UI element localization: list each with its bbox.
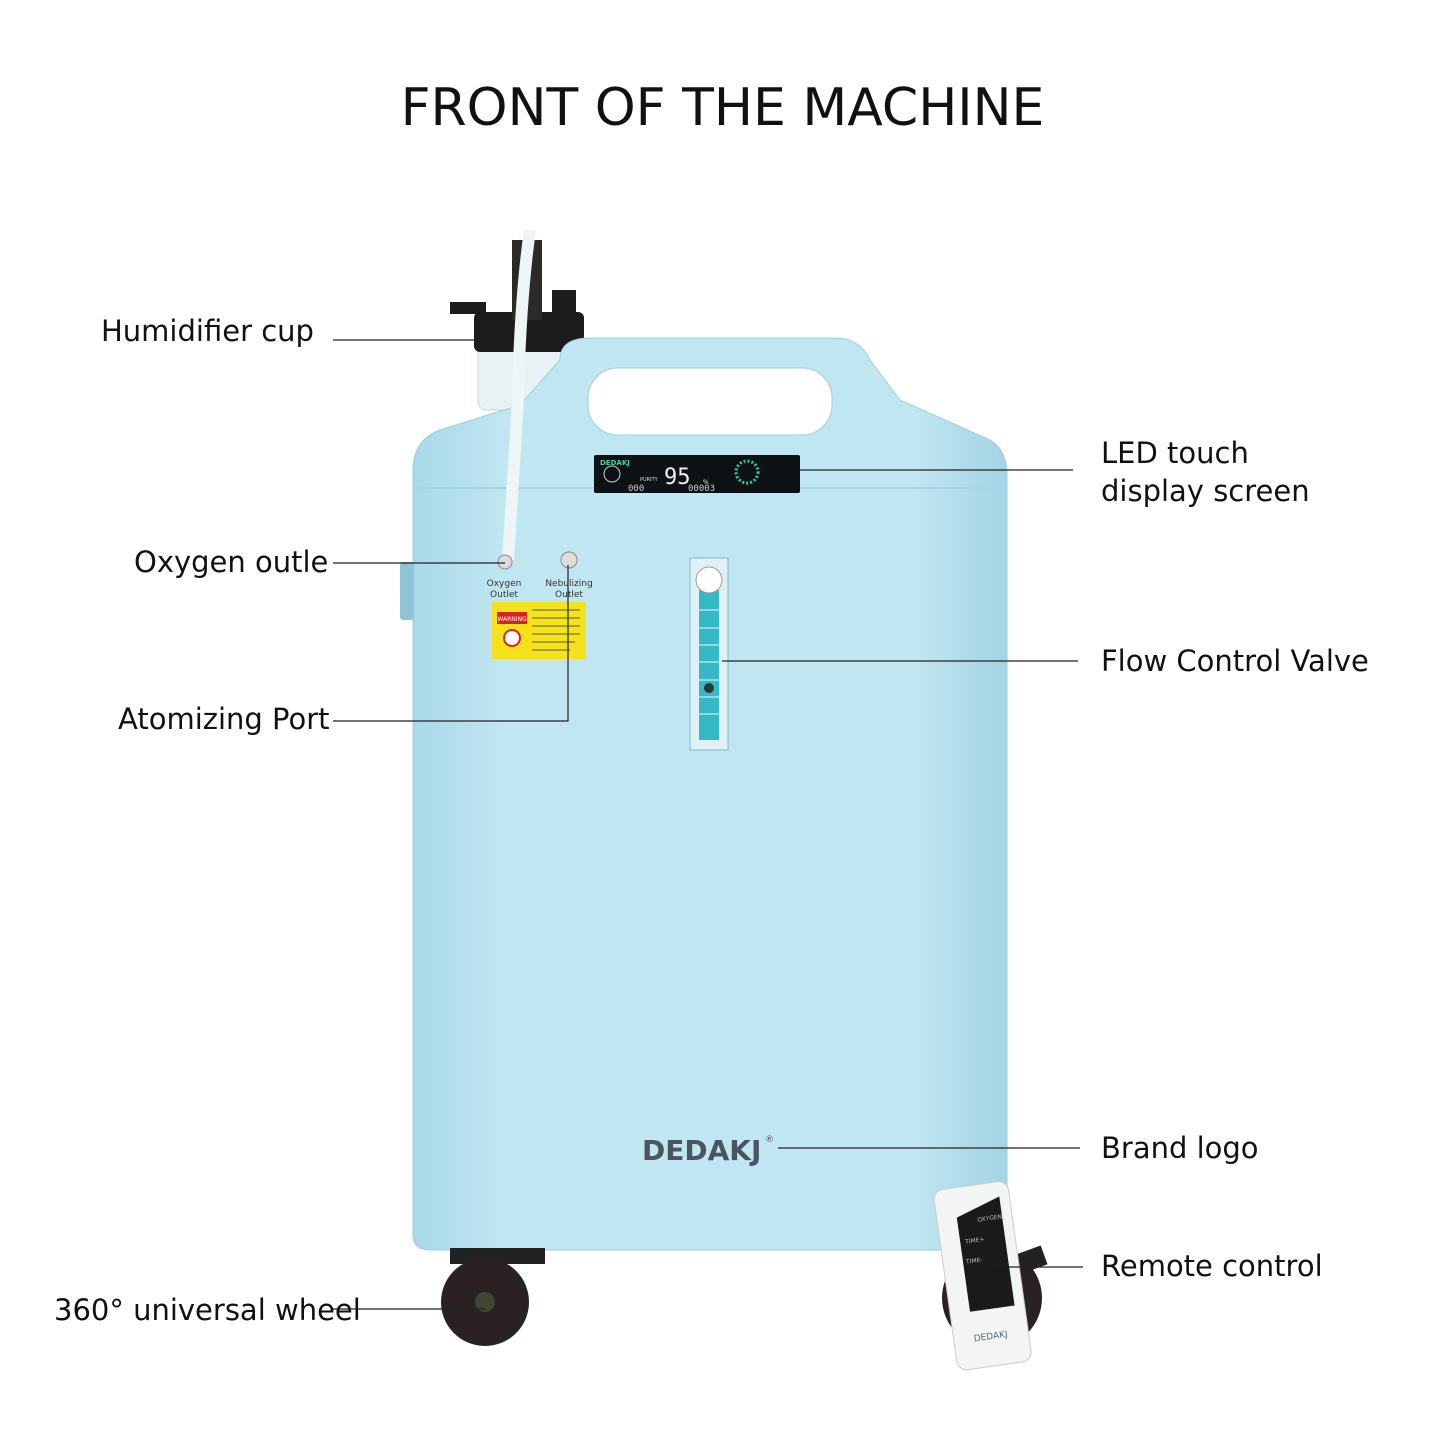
svg-text:WARNING: WARNING <box>497 616 527 623</box>
svg-text:95: 95 <box>664 465 691 490</box>
oxygen-tube <box>502 229 536 561</box>
label-atomizing-port: Atomizing Port <box>118 702 330 736</box>
label-led-line2: display screen <box>1101 474 1310 508</box>
svg-text:DEDAKJ: DEDAKJ <box>600 459 630 467</box>
svg-text:Nebulizing: Nebulizing <box>545 579 592 589</box>
label-brand-logo: Brand logo <box>1101 1131 1259 1165</box>
svg-text:Outlet: Outlet <box>490 590 518 600</box>
svg-text:OXYGEN: OXYGEN <box>977 1213 1003 1223</box>
warning-sticker: WARNING <box>492 602 586 659</box>
svg-text:%: % <box>703 479 709 486</box>
page-title: FRONT OF THE MACHINE <box>400 78 1045 138</box>
leader-lines <box>333 339 1083 1310</box>
label-humidifier-cup: Humidifier cup <box>101 314 314 348</box>
svg-text:TIME+: TIME+ <box>964 1236 985 1246</box>
nebulizing-outlet[interactable] <box>560 551 578 569</box>
flow-control-valve[interactable] <box>689 557 729 751</box>
svg-text:®: ® <box>765 1135 774 1145</box>
svg-text:TIME-: TIME- <box>965 1257 983 1266</box>
label-flow-control-valve: Flow Control Valve <box>1101 644 1369 678</box>
svg-text:Outlet: Outlet <box>555 590 583 600</box>
left-wheel <box>441 1248 545 1346</box>
svg-text:DEDAKJ: DEDAKJ <box>973 1330 1008 1345</box>
label-led-line1: LED touch <box>1101 436 1249 470</box>
svg-text:Oxygen: Oxygen <box>487 579 522 589</box>
label-universal-wheel: 360° universal wheel <box>54 1293 361 1327</box>
oxygen-outlet[interactable] <box>497 554 513 570</box>
remote-control[interactable]: OXYGEN TIME+ TIME- DEDAKJ <box>933 1180 1033 1371</box>
led-display[interactable]: DEDAKJ PURITY 95 % 000 00003 <box>594 455 800 494</box>
svg-text:00003: 00003 <box>688 484 715 494</box>
svg-text:000: 000 <box>628 484 644 494</box>
label-remote-control: Remote control <box>1101 1249 1323 1283</box>
brand-logo: DEDAKJ <box>642 1134 761 1167</box>
svg-text:PURITY: PURITY <box>640 477 659 483</box>
label-oxygen-outlet: Oxygen outle <box>134 545 329 579</box>
